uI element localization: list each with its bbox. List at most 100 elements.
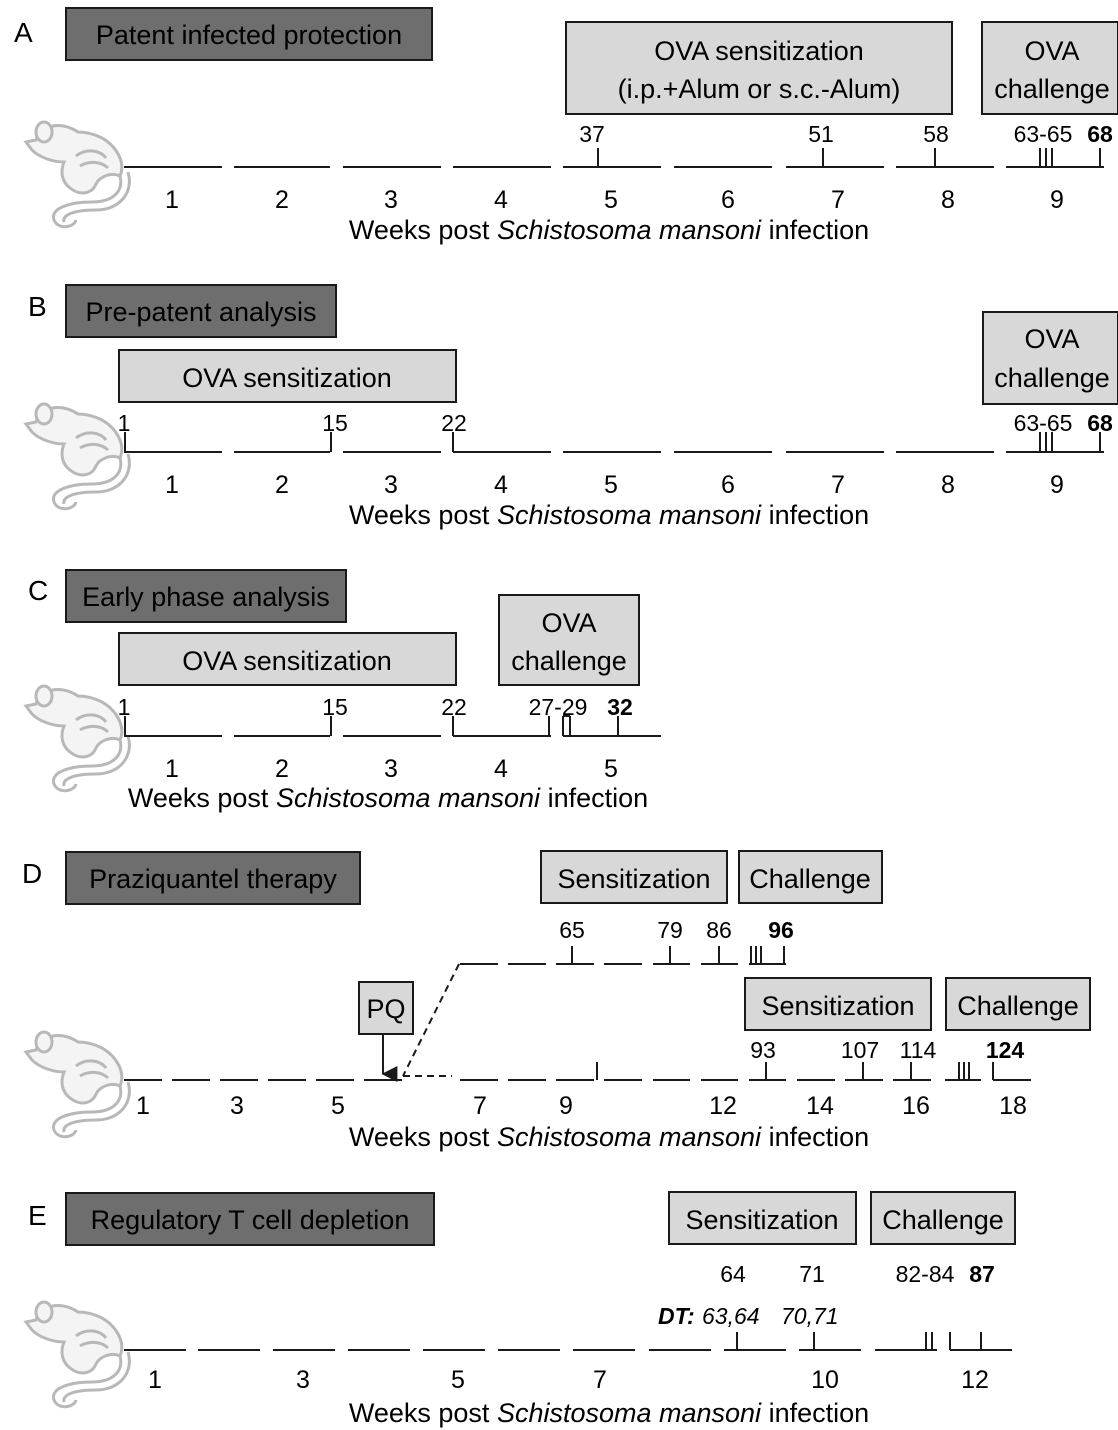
challenge-label-line2: challenge (511, 646, 627, 676)
panel-letter-a: A (14, 17, 33, 48)
challenge-box (498, 594, 640, 686)
sensitization-box-2 (744, 977, 932, 1031)
panel-c: C Early phase analysis OVA sensitization… (24, 569, 661, 813)
sensitization-box (118, 632, 457, 686)
week-labels: 1 2 3 4 5 (165, 755, 618, 783)
day-label: 51 (808, 121, 834, 147)
day-label: 93 (750, 1037, 776, 1063)
panel-letter-d: D (22, 858, 42, 889)
panel-title: Patent infected protection (96, 20, 402, 50)
week-label: 7 (831, 471, 845, 499)
week-label: 2 (275, 755, 289, 783)
week-label: 9 (1050, 186, 1064, 214)
day-label: 86 (706, 917, 732, 943)
day-label: 37 (579, 121, 605, 147)
pq-label: PQ (366, 994, 405, 1024)
timeline (124, 432, 1104, 453)
challenge-box (982, 311, 1118, 405)
week-label: 9 (1050, 471, 1064, 499)
timeline-upper (460, 946, 786, 965)
x-axis-label: Weeks post Schistosoma mansoni infection (349, 500, 869, 530)
panel-letter-c: C (28, 575, 48, 606)
challenge-box (870, 1191, 1016, 1245)
sensitization-box-1 (540, 850, 728, 904)
x-axis-label: Weeks post Schistosoma mansoni infection (128, 783, 648, 813)
panel-letter-e: E (28, 1200, 47, 1231)
mouse-icon (24, 1030, 131, 1139)
week-labels: 1 2 3 4 5 6 7 8 9 (165, 471, 1064, 499)
week-label: 18 (999, 1092, 1027, 1120)
week-label: 5 (331, 1092, 345, 1120)
day-label: 79 (657, 917, 683, 943)
day-label: 63-65 (1014, 121, 1073, 147)
week-label: 4 (494, 471, 508, 499)
day-label: 1 (118, 410, 131, 436)
week-labels: 1 2 3 4 5 6 7 8 9 (165, 186, 1064, 214)
week-label: 5 (451, 1366, 465, 1394)
week-label: 4 (494, 755, 508, 783)
day-label: 114 (900, 1037, 937, 1063)
week-label: 3 (384, 755, 398, 783)
week-label: 8 (941, 186, 955, 214)
week-label: 2 (275, 471, 289, 499)
week-label: 4 (494, 186, 508, 214)
week-label: 5 (604, 755, 618, 783)
panel-title-box (65, 1192, 435, 1246)
panel-e: E Regulatory T cell depletion Sensitizat… (24, 1191, 1016, 1428)
timeline (124, 715, 661, 737)
week-label: 6 (721, 471, 735, 499)
challenge-label-line1: OVA (1024, 36, 1079, 66)
sensitization-label: OVA sensitization (182, 363, 392, 393)
week-label: 5 (604, 471, 618, 499)
day-label: 22 (441, 694, 467, 720)
day-label: 71 (799, 1261, 825, 1287)
challenge-label-line1: OVA (541, 608, 596, 638)
week-label: 1 (148, 1366, 162, 1394)
day-label: 82-84 (896, 1261, 955, 1287)
panel-title: Pre-patent analysis (85, 297, 316, 327)
x-axis-label: Weeks post Schistosoma mansoni infection (349, 1398, 869, 1428)
timeline (124, 148, 1104, 168)
week-label: 5 (604, 186, 618, 214)
challenge-label: Challenge (882, 1205, 1004, 1235)
week-label: 7 (473, 1092, 487, 1120)
final-day-label: 68 (1087, 121, 1113, 147)
timeline-lower (124, 1062, 1031, 1081)
week-label: 3 (384, 471, 398, 499)
week-label: 7 (831, 186, 845, 214)
week-label: 1 (136, 1092, 150, 1120)
week-label: 16 (902, 1092, 930, 1120)
panel-title-box (65, 7, 433, 61)
week-label: 3 (384, 186, 398, 214)
day-label: 1 (118, 694, 131, 720)
week-label: 8 (941, 471, 955, 499)
day-label: 22 (441, 410, 467, 436)
week-label: 1 (165, 186, 179, 214)
week-label: 2 (275, 186, 289, 214)
panel-b: B Pre-patent analysis OVA sensitization … (24, 284, 1118, 530)
panel-title-box (65, 284, 337, 338)
week-label: 9 (559, 1092, 573, 1120)
final-day-label: 87 (969, 1261, 995, 1287)
challenge-box-1 (738, 850, 883, 904)
day-label: 64 (720, 1261, 746, 1287)
day-label: 58 (923, 121, 949, 147)
week-label: 3 (296, 1366, 310, 1394)
zoom-connector (402, 963, 460, 1077)
panel-title: Praziquantel therapy (89, 864, 337, 894)
week-labels: 1 3 5 7 9 12 14 16 18 (136, 1092, 1027, 1120)
day-label: 65 (559, 917, 585, 943)
challenge-label: Challenge (749, 864, 871, 894)
mouse-icon (24, 684, 131, 793)
dt-label: DT: (658, 1303, 695, 1329)
day-label: 27-29 (529, 694, 588, 720)
week-label: 12 (709, 1092, 737, 1120)
challenge-box-2 (945, 977, 1091, 1031)
week-label: 1 (165, 755, 179, 783)
x-axis-label: Weeks post Schistosoma mansoni infection (349, 1122, 869, 1152)
sensitization-route: (i.p.+Alum or s.c.-Alum) (618, 74, 901, 104)
challenge-label-line2: challenge (994, 74, 1110, 104)
day-label: 107 (841, 1037, 879, 1063)
mouse-icon (24, 120, 131, 229)
sensitization-label: OVA sensitization (654, 36, 864, 66)
